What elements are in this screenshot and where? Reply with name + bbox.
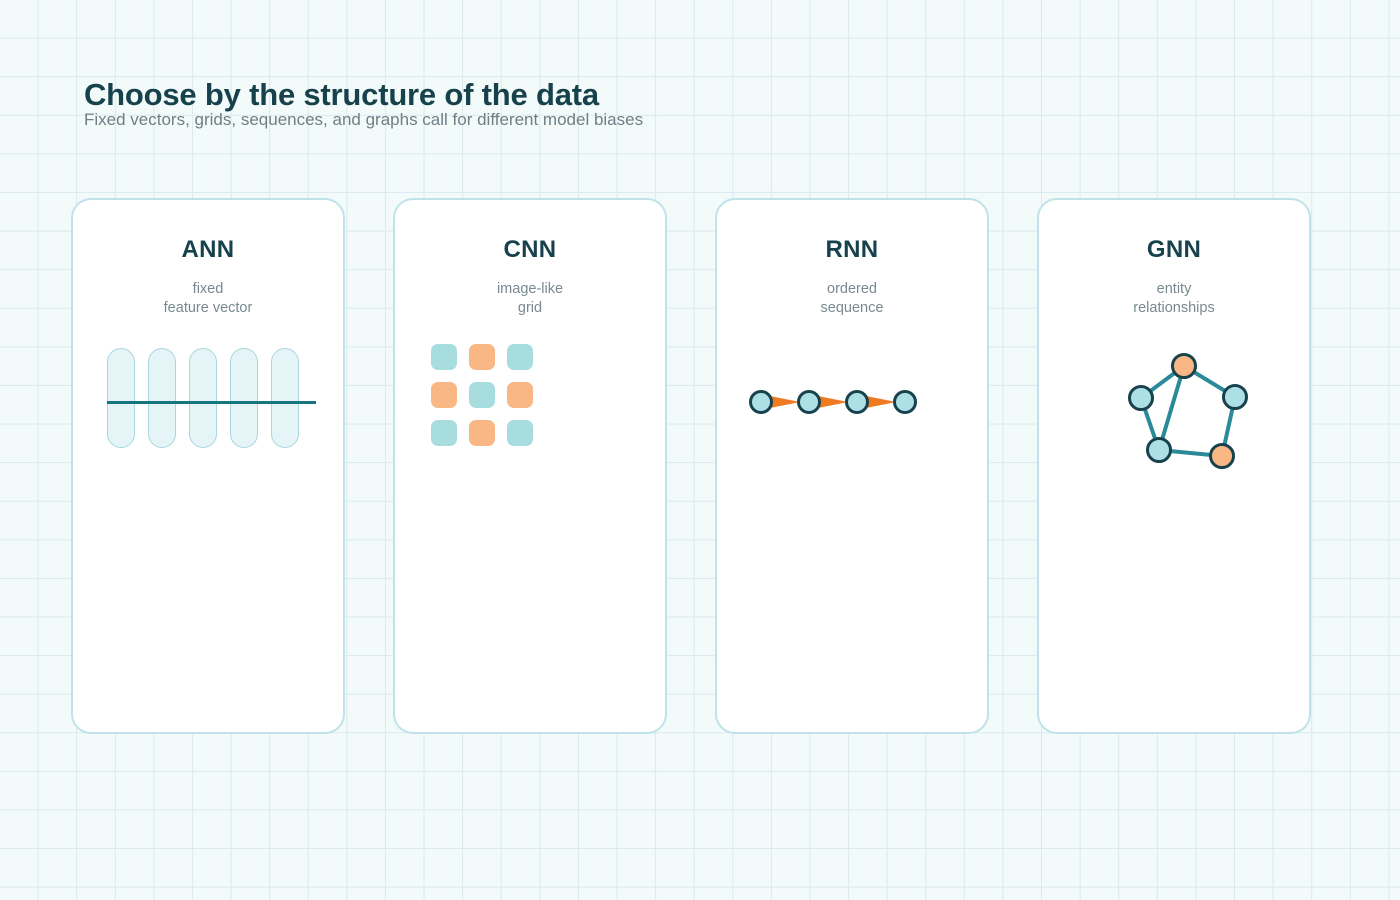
card-gnn-title: GNN [1146, 236, 1202, 263]
feature-vector-line [107, 401, 316, 404]
grid-cell-orange [469, 420, 495, 446]
card-ann-subtitle-line2: feature vector [163, 300, 253, 316]
card-rnn-subtitle-line2: sequence [820, 300, 884, 316]
grid-cell-orange [431, 382, 457, 408]
card-rnn-subtitle-line1: ordered [827, 281, 877, 297]
card-ann[interactable]: ANN fixed feature vector [71, 198, 345, 734]
sequence-arrows [770, 396, 896, 408]
page-title: Choose by the structure of the data [84, 76, 599, 112]
graph-node-right [1222, 384, 1248, 410]
grid-cell-teal [431, 420, 457, 446]
sequence-node [797, 390, 821, 414]
graph-edge [1157, 364, 1186, 452]
feature-bar [230, 348, 258, 448]
card-rnn-title: RNN [825, 236, 879, 263]
card-rnn-subtitle: ordered sequence [717, 280, 987, 318]
sequence-arrow [818, 396, 848, 408]
grid-cell-teal [431, 344, 457, 370]
page-subtitle: Fixed vectors, grids, sequences, and gra… [84, 110, 644, 129]
sequence-arrow [866, 396, 896, 408]
feature-bar [271, 348, 299, 448]
card-gnn-subtitle-line1: entity [1156, 281, 1192, 297]
feature-bar [107, 348, 135, 448]
grid-cell-teal [507, 344, 533, 370]
card-ann-title: ANN [181, 236, 235, 263]
card-gnn[interactable]: GNN entity relationships [1037, 198, 1311, 734]
feature-bar [189, 348, 217, 448]
grid-cell-teal [507, 420, 533, 446]
card-ann-subtitle: fixed feature vector [73, 280, 343, 318]
card-cnn-title: CNN [503, 236, 557, 263]
sequence-arrow [770, 396, 800, 408]
card-gnn-subtitle: entity relationships [1039, 280, 1309, 318]
graph-node-bottom-right [1209, 443, 1235, 469]
card-cnn-subtitle-line2: grid [517, 300, 543, 316]
card-rnn[interactable]: RNN ordered sequence [715, 198, 989, 734]
graph-node-bottom-left [1146, 437, 1172, 463]
grid-cell-orange [469, 344, 495, 370]
image-grid-diagram [431, 344, 533, 446]
sequence-node [893, 390, 917, 414]
sequence-node [749, 390, 773, 414]
card-ann-subtitle-line1: fixed [192, 281, 224, 297]
grid-cell-teal [469, 382, 495, 408]
card-row: ANN fixed feature vector CNN image-like … [71, 198, 1315, 738]
feature-bar [148, 348, 176, 448]
card-gnn-subtitle-line2: relationships [1133, 300, 1215, 316]
card-cnn[interactable]: CNN image-like grid [393, 198, 667, 734]
sequence-node [845, 390, 869, 414]
graph-node-top [1171, 353, 1197, 379]
graph-node-left [1128, 385, 1154, 411]
card-cnn-subtitle: image-like grid [395, 280, 665, 318]
card-cnn-subtitle-line1: image-like [496, 281, 564, 297]
graph-edges [1139, 364, 1237, 458]
grid-cell-orange [507, 382, 533, 408]
